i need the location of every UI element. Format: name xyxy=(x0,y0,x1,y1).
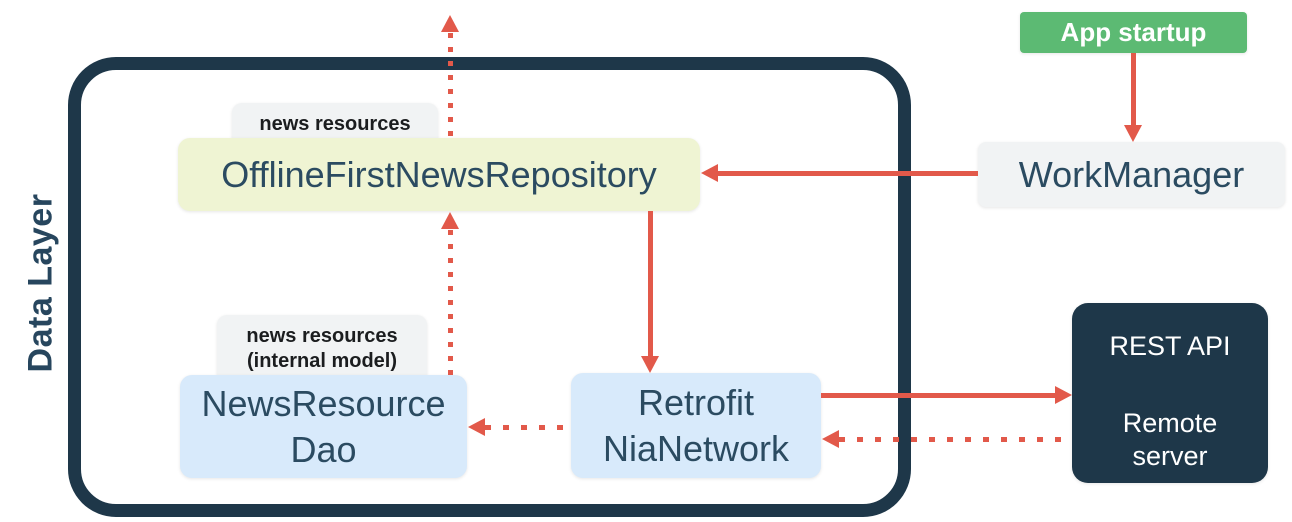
rest-api-title: REST API xyxy=(1109,331,1231,361)
badge-internal-line1: news resources xyxy=(246,324,398,347)
badge-news-resources-internal: news resources (internal model) xyxy=(217,315,427,382)
arrow-appstartup-to-workmanager xyxy=(1131,53,1136,126)
arrow-dao-to-repository xyxy=(448,230,453,375)
network-label-line2: NiaNetwork xyxy=(602,427,790,469)
arrowhead-appstartup-to-workmanager xyxy=(1124,125,1142,142)
node-workmanager: WorkManager xyxy=(978,142,1285,207)
dao-label-line1: NewsResource xyxy=(201,382,446,424)
badge-internal-line2: (internal model) xyxy=(246,349,397,372)
arrow-network-to-remote xyxy=(821,393,1056,398)
arrow-workmanager-to-repository xyxy=(717,171,978,176)
node-retrofit-nianetwork: Retrofit NiaNetwork xyxy=(571,373,821,478)
arrowhead-network-to-remote xyxy=(1055,386,1072,404)
arrowhead-dao-to-repository xyxy=(441,212,459,229)
network-label-line1: Retrofit xyxy=(637,381,755,423)
workmanager-label: WorkManager xyxy=(1018,153,1245,195)
dao-label-line2: Dao xyxy=(290,428,357,470)
node-rest-api-remote-server: REST API Remote server xyxy=(1072,303,1268,483)
app-startup-label: App startup xyxy=(1060,17,1207,47)
repository-label: OfflineFirstNewsRepository xyxy=(221,153,657,195)
arrow-repository-to-network xyxy=(648,211,653,357)
arrow-repository-to-upper-layer xyxy=(448,33,453,138)
arrow-remote-to-network xyxy=(839,437,1072,442)
node-offline-first-news-repository: OfflineFirstNewsRepository xyxy=(178,138,700,211)
badge-news-resources-text: news resources xyxy=(259,113,411,135)
arrowhead-repository-to-upper-layer xyxy=(441,15,459,32)
arrowhead-workmanager-to-repository xyxy=(701,164,718,182)
data-layer-label: Data Layer xyxy=(21,193,60,373)
node-app-startup: App startup xyxy=(1020,12,1247,53)
arrowhead-network-to-dao xyxy=(468,418,485,436)
remote-server-line2: server xyxy=(1132,441,1208,471)
arrowhead-remote-to-network xyxy=(822,430,839,448)
node-news-resource-dao: NewsResource Dao xyxy=(180,375,467,478)
remote-server-line1: Remote xyxy=(1122,408,1218,438)
arrowhead-repository-to-network xyxy=(641,356,659,373)
arrow-network-to-dao xyxy=(485,425,571,430)
